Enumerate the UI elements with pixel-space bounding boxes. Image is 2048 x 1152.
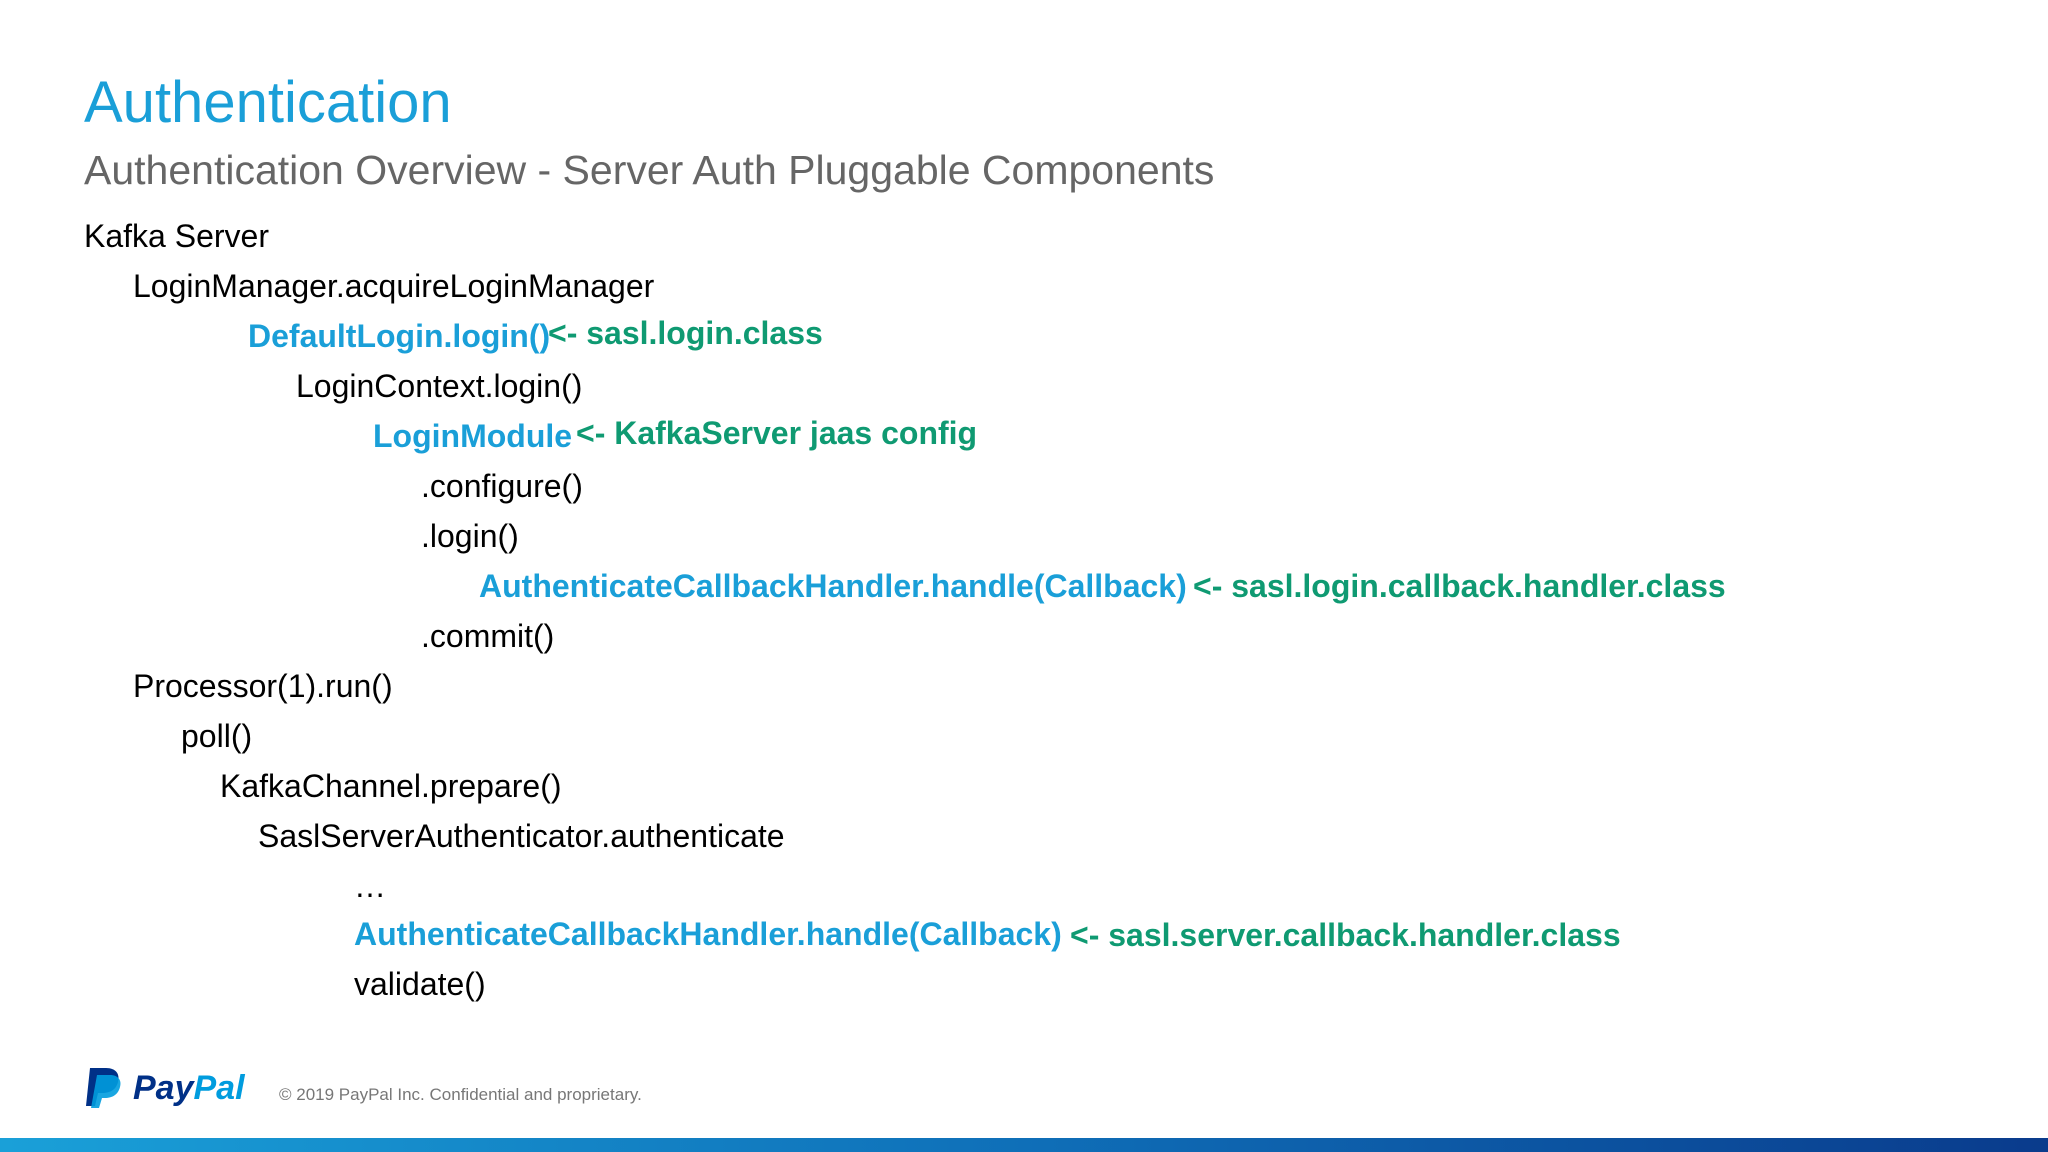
code-line-processor-run: Processor(1).run()	[133, 668, 393, 704]
wordmark-pay: Pay	[133, 1069, 194, 1107]
bottom-accent-bar	[0, 1138, 2048, 1152]
annotation-sasl-server-callback-handler-class: <- sasl.server.callback.handler.class	[1070, 917, 1621, 953]
code-line-validate: validate()	[354, 966, 486, 1002]
slide-title: Authentication	[84, 70, 452, 135]
code-line-kafka-server: Kafka Server	[84, 218, 269, 254]
code-line-login-manager: LoginManager.acquireLoginManager	[133, 268, 655, 304]
annotation-jaas-config: <- KafkaServer jaas config	[576, 415, 978, 451]
code-line-default-login: DefaultLogin.login()	[248, 318, 551, 354]
paypal-p-icon	[86, 1068, 121, 1108]
code-line-ellipsis: …	[354, 868, 386, 904]
code-line-module-login: .login()	[421, 518, 519, 554]
slide-subtitle: Authentication Overview - Server Auth Pl…	[84, 147, 1215, 193]
code-line-configure: .configure()	[421, 468, 583, 504]
code-line-sasl-server-authenticator: SaslServerAuthenticator.authenticate	[258, 818, 785, 854]
code-line-login-callback-handler: AuthenticateCallbackHandler.handle(Callb…	[479, 568, 1187, 604]
code-line-kafka-channel-prepare: KafkaChannel.prepare()	[220, 768, 562, 804]
code-line-login-module: LoginModule	[373, 418, 573, 454]
wordmark-pal: Pal	[193, 1069, 245, 1107]
code-line-poll: poll()	[181, 718, 253, 754]
paypal-wordmark: PayPal	[133, 1071, 245, 1105]
copyright-notice: © 2019 PayPal Inc. Confidential and prop…	[279, 1085, 642, 1104]
code-line-server-callback-handler: AuthenticateCallbackHandler.handle(Callb…	[354, 916, 1062, 952]
code-line-commit: .commit()	[421, 618, 555, 654]
annotation-sasl-login-class: <- sasl.login.class	[548, 315, 823, 351]
code-line-login-context: LoginContext.login()	[296, 368, 583, 404]
annotation-sasl-login-callback-handler-class: <- sasl.login.callback.handler.class	[1193, 568, 1726, 604]
